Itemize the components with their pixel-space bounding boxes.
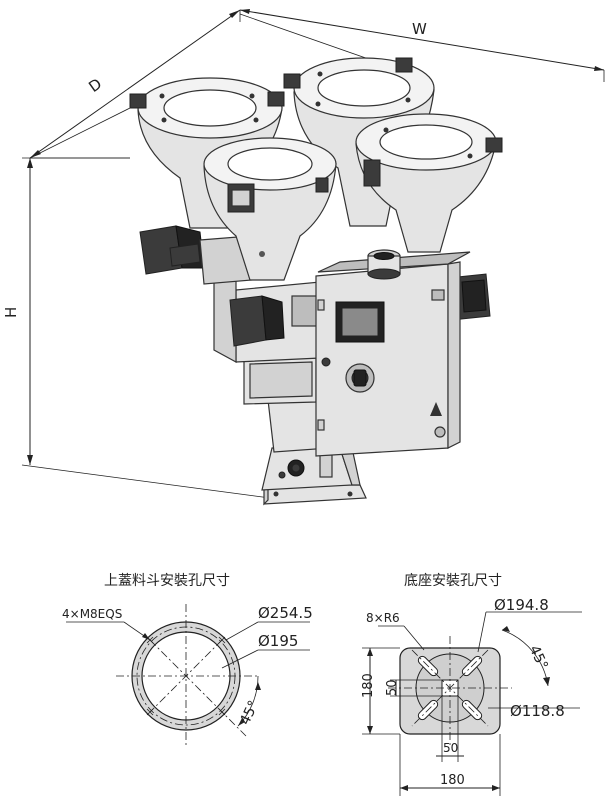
width-label: W [412,20,427,38]
lid-inner-diameter: Ø195 [258,632,298,650]
lid-angle: 45° [237,698,262,727]
base-inner-width: 50 [443,741,458,755]
hopper-front-left [203,137,337,281]
base-inner-height: 50 [385,679,400,696]
left-valve-motors [139,225,285,347]
control-cabinet [315,251,471,457]
base-overall-width: 180 [440,773,465,788]
lid-hole-drawing [66,604,310,746]
height-label: H [2,307,20,318]
base-drawing-title: 底座安裝孔尺寸 [404,573,502,589]
base-hole-drawing [362,611,582,796]
lid-bolt-spec: 4×M8EQS [62,607,122,621]
overall-dimension-lines [21,9,605,499]
blender-machine [129,57,503,506]
lid-outer-diameter: Ø254.5 [258,604,313,622]
base-slot-spec: 8×R6 [366,611,400,625]
depth-label: D [85,75,105,96]
base-stand [261,447,367,506]
base-overall-height: 180 [361,673,376,698]
top-vent [367,249,401,280]
hopper-front-right [355,113,503,253]
base-inner-diameter: Ø118.8 [510,702,565,720]
lid-drawing-title: 上蓋料斗安裝孔尺寸 [104,573,230,589]
base-angle: 45° [526,643,551,672]
base-outer-diameter: Ø194.8 [494,596,549,614]
